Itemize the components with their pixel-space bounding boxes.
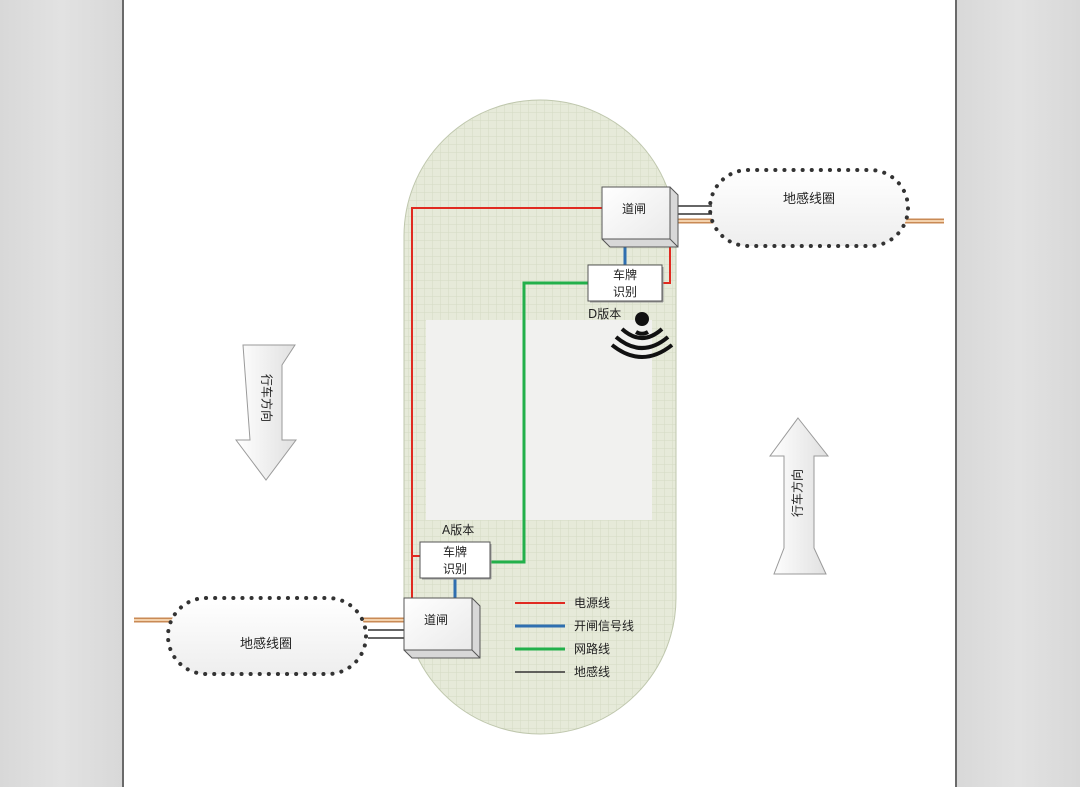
legend-label: 网路线	[574, 641, 610, 656]
top-loop-label: 地感线圈	[783, 191, 835, 207]
bottom-recognizer-line2: 识别	[443, 562, 467, 576]
legend-item: 开闸信号线	[515, 619, 634, 633]
power-line-recognizer	[662, 240, 671, 284]
bottom-loop-label: 地感线圈	[240, 636, 292, 652]
network-line	[490, 281, 588, 564]
top-recognizer-line2: 识别	[613, 285, 637, 299]
legend-label: 地感线	[574, 664, 610, 679]
bottom-plate-recognizer[interactable]: 车牌 识别	[419, 541, 492, 580]
direction-arrow-up: 行车方向	[769, 417, 830, 575]
right-wall	[956, 0, 1080, 787]
top-ground-loop: 地感线圈	[708, 168, 910, 248]
top-gate[interactable]: 道闸	[601, 186, 679, 248]
bottom-recognizer-line1: 车牌	[443, 544, 467, 559]
legend-label: 电源线	[574, 596, 610, 610]
bottom-gate-label: 道闸	[424, 613, 448, 627]
wireless-signal-icon	[610, 312, 674, 359]
legend-item: 电源线	[515, 596, 610, 610]
direction-left-label: 行车方向	[260, 374, 275, 422]
top-plate-recognizer[interactable]: 车牌 识别	[587, 264, 664, 303]
power-line-main	[411, 207, 602, 598]
left-wall	[0, 0, 123, 787]
legend-item: 地感线	[515, 664, 610, 679]
legend-item: 网路线	[515, 641, 610, 656]
direction-arrow-down: 行车方向	[235, 344, 297, 481]
bottom-recognizer-version: A版本	[442, 523, 474, 537]
top-recognizer-version: D版本	[588, 307, 621, 321]
bottom-gate[interactable]: 道闸	[403, 597, 481, 659]
legend-label: 开闸信号线	[574, 619, 634, 633]
bottom-ground-loop: 地感线圈	[166, 596, 368, 676]
top-recognizer-line1: 车牌	[613, 267, 637, 282]
island-inner-area	[426, 320, 652, 520]
top-gate-label: 道闸	[622, 202, 646, 216]
direction-right-label: 行车方向	[790, 469, 805, 517]
